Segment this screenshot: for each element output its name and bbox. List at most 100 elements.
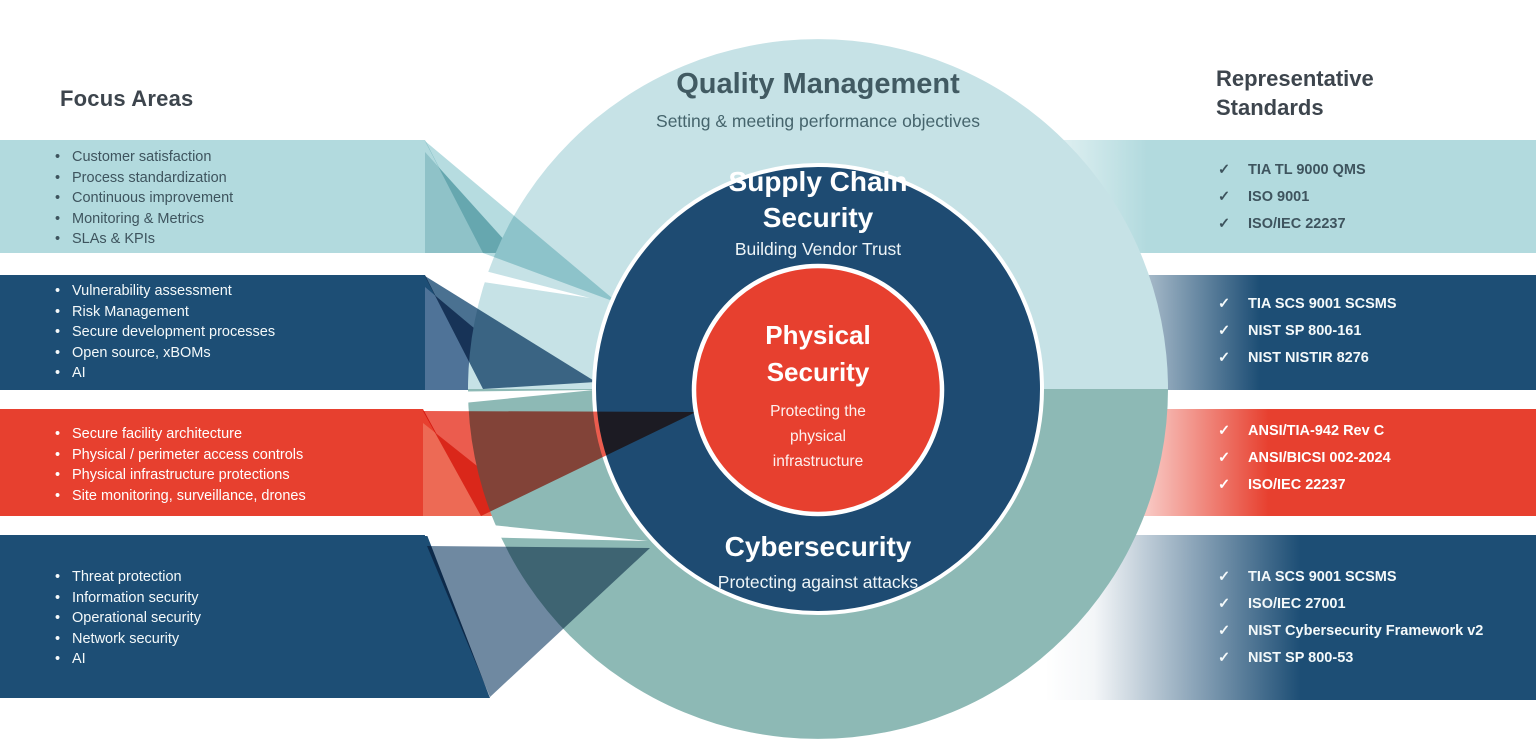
bullet-icon: • xyxy=(55,487,61,504)
bullet-icon: • xyxy=(55,365,61,382)
list-item-label: TIA SCS 9001 SCSMS xyxy=(1248,296,1397,312)
list-item: •Monitoring & Metrics xyxy=(55,211,420,228)
list-item: ✓ ISO/IEC 27001 xyxy=(1218,596,1536,614)
list-item-label: ISO/IEC 27001 xyxy=(1248,596,1346,612)
beam-gap-3 xyxy=(423,518,648,541)
standards-heading-line2: Standards xyxy=(1216,95,1324,120)
list-item-label: Customer satisfaction xyxy=(72,149,212,165)
list-item-label: NIST SP 800-53 xyxy=(1248,650,1354,666)
list-item: •AI xyxy=(55,651,420,668)
physical-title-line1: Physical xyxy=(765,320,871,350)
list-item: • Customer satisfaction xyxy=(55,149,420,166)
focus-areas-heading: Focus Areas xyxy=(60,86,194,111)
beam-gap-2 xyxy=(423,390,594,407)
standards-list-physical: ✓ANSI/TIA-942 Rev C✓ANSI/BICSI 002-2024✓… xyxy=(1218,423,1536,504)
supply-chain-title-line1: Supply Chain xyxy=(728,166,908,197)
bullet-icon: • xyxy=(55,231,61,248)
list-item: • Secure development processes xyxy=(55,324,420,341)
list-item-label: Secure development processes xyxy=(72,324,276,341)
physical-subtitle-line3: infrastructure xyxy=(772,453,864,470)
focus-list-supply-chain: • Vulnerability assessment • Risk Managemen… xyxy=(55,283,420,386)
list-item: • Operational security xyxy=(55,610,420,627)
bullet-icon: • xyxy=(55,446,61,463)
list-item-label: Threat protection xyxy=(72,569,182,585)
focus-list-cyber: •Threat protection•Information security•… xyxy=(55,569,420,672)
list-item-label: AI xyxy=(72,365,86,382)
cyber-ring-title: Cybersecurity xyxy=(724,531,912,562)
supply-chain-ring-title: Supply Chain Security xyxy=(618,164,1018,236)
list-item: ✓NIST SP 800-161 xyxy=(1218,323,1528,341)
list-item-label: SLAs & KPIs xyxy=(72,231,156,248)
list-item: ✓ISO 9001 xyxy=(1218,189,1528,207)
bullet-icon: • xyxy=(55,610,61,627)
bullet-icon: • xyxy=(55,589,61,606)
focus-list-physical: • Secure facility architecture • Physical /… xyxy=(55,426,430,508)
physical-subtitle-line1: Protecting the xyxy=(770,403,866,420)
beam-cyber xyxy=(427,546,650,697)
bullet-icon: • xyxy=(55,324,61,341)
list-item: ✓ISO/IEC 22237 xyxy=(1218,216,1528,234)
quality-ring-subtitle: Setting & meeting performance objectives xyxy=(656,111,980,131)
physical-security-circle xyxy=(691,263,945,517)
physical-title-line2: Security xyxy=(766,357,870,387)
bullet-icon: • xyxy=(55,467,61,484)
bullet-icon: • xyxy=(55,426,61,442)
list-item: ✓ANSI/TIA-942 Rev C xyxy=(1218,423,1536,441)
list-item-label: Open source, xBOMs xyxy=(72,344,211,361)
list-item: • Physical / perimeter access controls xyxy=(55,447,430,464)
standards-heading: Representative Standards xyxy=(1216,64,1374,122)
check-icon: ✓ xyxy=(1218,162,1231,178)
list-item-label: Information security xyxy=(72,589,199,606)
list-item: •Open source, xBOMs xyxy=(55,345,420,362)
beam-physical xyxy=(423,411,696,516)
bullet-icon: • xyxy=(55,651,61,668)
list-item-label: NIST Cybersecurity Framework v2 xyxy=(1248,623,1484,639)
beam-supply-chain xyxy=(425,276,596,389)
standards-list-cyber: ✓ TIA SCS 9001 SCSMS ✓ ISO/IEC 27001 ✓ NIST C… xyxy=(1218,569,1536,677)
bullet-icon: • xyxy=(55,149,61,165)
list-item: • AI xyxy=(55,365,420,382)
beam-quality xyxy=(425,141,618,303)
quality-ring-title: Quality Management xyxy=(676,68,960,100)
physical-subtitle-line2: physical xyxy=(790,428,846,445)
check-icon: ✓ xyxy=(1218,623,1231,639)
physical-circle-subtitle: Protecting the physical infrastructure xyxy=(668,399,968,474)
check-icon: ✓ xyxy=(1218,596,1231,612)
list-item-label: ISO/IEC 22237 xyxy=(1248,477,1346,493)
list-item-label: TIA TL 9000 QMS xyxy=(1248,162,1366,178)
list-item: • Secure facility architecture xyxy=(55,426,430,443)
check-icon: ✓ xyxy=(1218,350,1231,366)
cyber-ring-subtitle: Protecting against attacks xyxy=(717,572,919,592)
list-item: • Information security xyxy=(55,590,420,607)
check-icon: ✓ xyxy=(1218,650,1231,666)
focus-list-quality: • Customer satisfaction •Process standardi… xyxy=(55,149,420,252)
standards-heading-line1: Representative xyxy=(1216,66,1374,91)
list-item-label: Physical infrastructure protections xyxy=(72,467,290,484)
list-item: •Network security xyxy=(55,631,420,648)
list-item-label: Vulnerability assessment xyxy=(72,283,232,299)
list-item: •Threat protection xyxy=(55,569,420,586)
focus-band-cyber xyxy=(0,535,490,698)
list-item-label: Physical / perimeter access controls xyxy=(72,446,304,463)
focus-band-supply-chain xyxy=(0,275,483,390)
list-item-label: TIA SCS 9001 SCSMS xyxy=(1248,569,1397,585)
focus-band-physical xyxy=(0,409,481,516)
bullet-icon: • xyxy=(55,303,61,320)
list-item: ✓TIA SCS 9001 SCSMS xyxy=(1218,296,1528,314)
list-item: • Physical infrastructure protections xyxy=(55,467,430,484)
focus-band-quality xyxy=(0,140,483,253)
list-item-label: ISO/IEC 22237 xyxy=(1248,216,1346,232)
list-item-label: ANSI/BICSI 002-2024 xyxy=(1248,450,1391,466)
physical-circle-title: Physical Security xyxy=(668,317,968,391)
list-item: • Site monitoring, surveillance, drones xyxy=(55,488,430,505)
list-item-label: Secure facility architecture xyxy=(72,426,243,442)
bullet-icon: • xyxy=(55,210,61,227)
list-item: ✓ NIST SP 800-53 xyxy=(1218,650,1536,668)
list-item-label: Site monitoring, surveillance, drones xyxy=(72,487,306,504)
list-item: • SLAs & KPIs xyxy=(55,231,420,248)
list-item-label: Operational security xyxy=(72,610,201,627)
list-item-label: Risk Management xyxy=(72,303,189,320)
list-item: •Process standardization xyxy=(55,170,420,187)
